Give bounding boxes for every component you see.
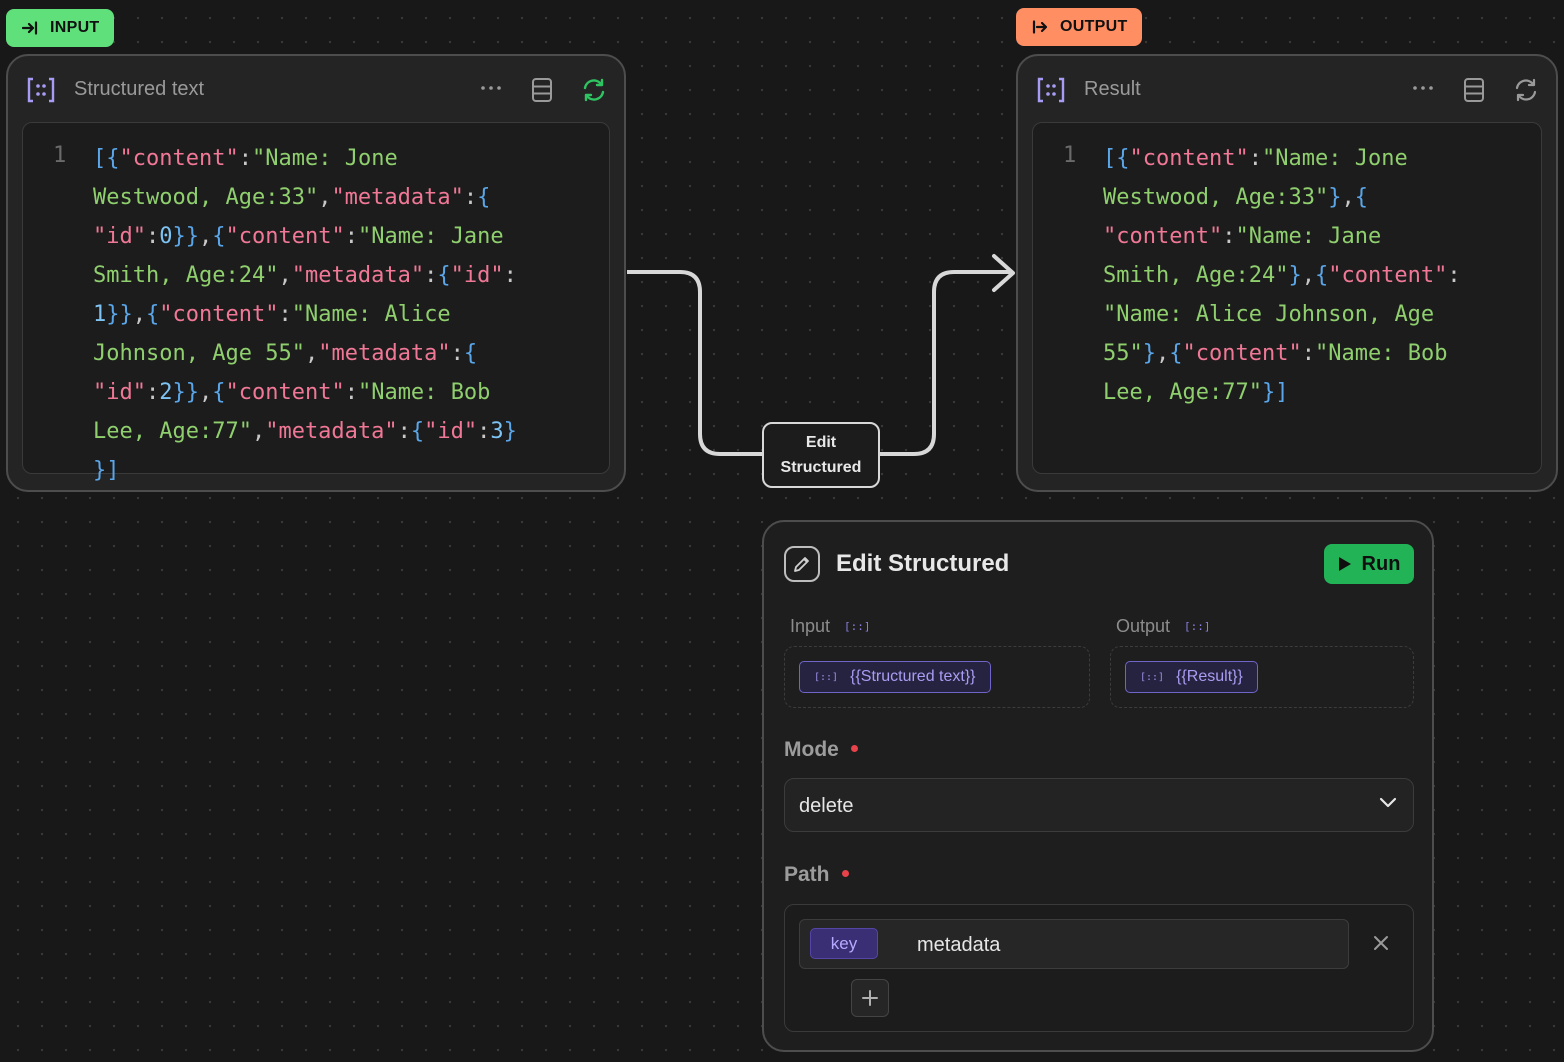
close-icon[interactable] [1373, 935, 1389, 951]
edit-pencil-icon [784, 546, 820, 582]
line-number: 1 [1063, 143, 1077, 168]
code-line: "id":2}},{"content":"Name: Bob [93, 380, 491, 405]
code-line: [{"content":"Name: Jone [93, 146, 398, 171]
edit-structured-edge-label[interactable]: Edit Structured [762, 422, 880, 488]
edit-structured-panel: Edit Structured Run Input[::] [::] {{Str… [762, 520, 1434, 1052]
output-badge: OUTPUT [1016, 8, 1142, 46]
structured-data-icon [26, 76, 56, 109]
structured-data-icon: [::] [1140, 671, 1165, 683]
output-node-title: Result [1084, 78, 1141, 100]
code-line: Smith, Age:24"},{"content": [1103, 263, 1461, 288]
path-segment-row[interactable]: key metadata [799, 919, 1349, 969]
required-indicator [841, 870, 849, 877]
code-line: Lee, Age:77"}] [1103, 380, 1289, 405]
mode-label: Mode [784, 738, 858, 762]
input-variable-chip[interactable]: [::] {{Structured text}} [799, 661, 991, 693]
code-line: Westwood, Age:33"},{ [1103, 185, 1368, 210]
add-path-segment-button[interactable] [851, 979, 889, 1017]
database-icon[interactable] [531, 77, 553, 103]
edge-label-line1: Edit [805, 434, 837, 451]
code-line: Smith, Age:24","metadata":{"id": [93, 263, 517, 288]
arrow-from-line-icon [1032, 20, 1048, 34]
refresh-icon[interactable] [1513, 77, 1539, 103]
run-button-label: Run [1361, 552, 1401, 575]
structured-data-icon: [::] [844, 620, 871, 633]
input-node-title: Structured text [74, 78, 205, 100]
mode-select-value: delete [799, 795, 854, 817]
mode-select[interactable]: delete [784, 778, 1414, 832]
output-field-label: Output[::] [1116, 616, 1211, 636]
chevron-down-icon [1379, 797, 1397, 808]
code-line: "content":"Name: Jane [1103, 224, 1382, 249]
play-icon [1338, 557, 1351, 571]
more-options-icon[interactable] [480, 84, 502, 92]
path-editor: key metadata [784, 904, 1414, 1032]
run-button[interactable]: Run [1324, 544, 1414, 584]
output-node-header[interactable]: Result [1018, 56, 1556, 124]
output-variable-chip[interactable]: [::] {{Result}} [1125, 661, 1258, 693]
code-line: "id":0}},{"content":"Name: Jane [93, 224, 504, 249]
output-variable-slot[interactable]: [::] {{Result}} [1110, 646, 1414, 708]
more-options-icon[interactable] [1412, 84, 1434, 92]
code-line: Westwood, Age:33","metadata":{ [93, 185, 491, 210]
code-line: Johnson, Age 55","metadata":{ [93, 341, 478, 366]
structured-data-icon: [::] [814, 671, 839, 683]
path-segment-input[interactable]: metadata [917, 934, 1001, 956]
code-line: [{"content":"Name: Jone [1103, 146, 1408, 171]
code-line: }] [93, 458, 120, 483]
arrow-to-line-icon [22, 21, 38, 35]
path-label: Path [784, 863, 849, 887]
database-icon[interactable] [1463, 77, 1485, 103]
output-chip-label: {{Result}} [1176, 668, 1243, 685]
code-line: 1}},{"content":"Name: Alice [93, 302, 451, 327]
input-field-label: Input[::] [790, 616, 871, 636]
input-badge: INPUT [6, 9, 114, 47]
panel-title: Edit Structured [836, 550, 1010, 577]
input-chip-label: {{Structured text}} [850, 668, 976, 685]
code-line: "Name: Alice Johnson, Age [1103, 302, 1435, 327]
code-line: 55"},{"content":"Name: Bob [1103, 341, 1448, 366]
input-variable-slot[interactable]: [::] {{Structured text}} [784, 646, 1090, 708]
required-indicator [850, 745, 858, 752]
line-number: 1 [53, 143, 67, 168]
input-node-header[interactable]: Structured text [8, 56, 624, 124]
output-badge-label: OUTPUT [1060, 18, 1128, 35]
plus-icon [862, 990, 878, 1006]
structured-data-icon [1036, 76, 1066, 109]
input-badge-label: INPUT [50, 19, 100, 36]
edge-label-line2: Structured [780, 459, 862, 476]
code-line: Lee, Age:77","metadata":{"id":3} [93, 419, 517, 444]
input-node[interactable]: Structured text 1 [{"content":"Name: Jon… [6, 54, 626, 492]
refresh-icon[interactable] [581, 77, 607, 103]
structured-data-icon: [::] [1184, 620, 1211, 633]
path-type-tag[interactable]: key [810, 928, 878, 959]
